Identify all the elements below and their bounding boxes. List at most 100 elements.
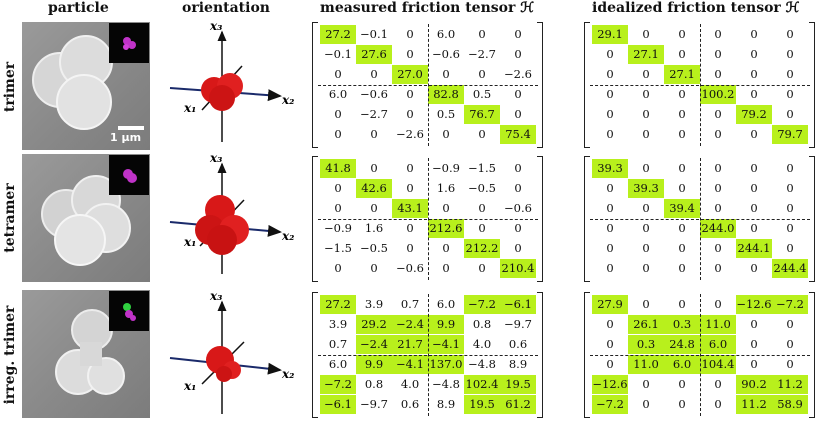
tensor-cell-3-0: 6.0 (328, 357, 348, 371)
tensor-cell-4-1: −0.5 (360, 241, 388, 255)
tensor-cell-2-4: 0 (478, 67, 486, 81)
tensor-cell-3-3: 212.6 (428, 219, 464, 238)
tensor-cell-4-5: 0 (786, 107, 794, 121)
tensor-cell-5-4: 19.5 (464, 395, 500, 414)
tensor-cell-2-5: 0 (786, 67, 794, 81)
tensor-cell-4-5: 0 (514, 107, 522, 121)
tensor-cell-1-1: 29.2 (356, 315, 392, 334)
tensor-cell-3-3: 100.2 (700, 85, 736, 104)
tensor-cell-2-0: 0 (606, 201, 614, 215)
tensor-cell-0-3: 0 (714, 161, 722, 175)
tensor-cell-1-0: 3.9 (328, 317, 348, 331)
tensor-cell-2-0: 0 (606, 337, 614, 351)
tensor-cell-0-4: −12.6 (736, 295, 772, 314)
tensor-cell-3-5: 8.9 (508, 357, 528, 371)
tensor-cell-1-2: 0 (406, 47, 414, 61)
tensor-cell-3-5: 0 (514, 221, 522, 235)
tensor-cell-2-4: 0 (478, 201, 486, 215)
tensor-cell-0-3: 0 (714, 297, 722, 311)
header-orientation: orientation (182, 0, 270, 16)
tensor-cell-4-1: 0 (642, 107, 650, 121)
tensor-cell-0-1: −0.1 (360, 27, 388, 41)
tensor-cell-5-4: 0 (478, 127, 486, 141)
tensor-cell-5-0: 0 (334, 127, 342, 141)
tensor-cell-0-1: 0 (642, 27, 650, 41)
tensor-cell-0-2: 0 (678, 297, 686, 311)
block-divider-horizontal (318, 85, 538, 86)
tensor-cell-4-4: 244.1 (736, 239, 772, 258)
tensor-cell-3-4: 0 (750, 87, 758, 101)
tensor-cell-2-1: 0.3 (628, 335, 664, 354)
tensor-cell-5-2: 0.6 (400, 397, 420, 411)
tensor-cell-4-0: 0 (606, 241, 614, 255)
tensor-cell-0-5: −7.2 (772, 295, 808, 314)
tensor-cell-1-0: −0.1 (324, 47, 352, 61)
tensor-cell-0-1: 0 (642, 161, 650, 175)
tensor-cell-3-2: −4.1 (392, 355, 428, 374)
tensor-cell-1-4: −0.5 (468, 181, 496, 195)
row-label-tetramer: tetramer (2, 183, 18, 253)
tensor-cell-2-0: 0 (606, 67, 614, 81)
tensor-cell-3-4: 0 (478, 221, 486, 235)
tensor-cell-5-4: 11.2 (736, 395, 772, 414)
tensor-cell-2-3: 6.0 (700, 335, 736, 354)
tensor-cell-3-2: 6.0 (664, 355, 700, 374)
tensor-cell-3-0: 6.0 (328, 87, 348, 101)
axis-label-x3: x₃ (209, 151, 222, 165)
tensor-cell-5-2: −0.6 (396, 261, 424, 275)
tensor-cell-4-3: 0 (442, 241, 450, 255)
tensor-cell-4-0: 0 (606, 107, 614, 121)
tensor-cell-0-0: 27.2 (320, 295, 356, 314)
tensor-cell-3-5: 0 (786, 87, 794, 101)
tensor-cell-1-2: 0 (678, 47, 686, 61)
tensor-cell-3-1: 0 (642, 87, 650, 101)
particle-photo-tetramer (22, 154, 150, 282)
tensor-cell-0-4: 0 (750, 27, 758, 41)
tensor-cell-3-1: −0.6 (360, 87, 388, 101)
axis-label-x3: x₃ (209, 289, 222, 303)
tensor-cell-0-3: 0 (714, 27, 722, 41)
header-particle: particle (48, 0, 109, 16)
fluorescence-inset (109, 23, 149, 63)
tensor-cell-5-0: −7.2 (592, 395, 628, 414)
tensor-cell-5-4: 0 (750, 127, 758, 141)
tensor-cell-3-0: 0 (606, 87, 614, 101)
tensor-cell-4-2: 0 (678, 377, 686, 391)
tensor-cell-0-4: 0 (478, 27, 486, 41)
tensor-cell-5-2: 0 (678, 261, 686, 275)
tensor-cell-5-1: 0 (370, 261, 378, 275)
tensor-cell-2-2: 21.7 (392, 335, 428, 354)
tensor-cell-1-4: 0 (750, 181, 758, 195)
fluorescence-inset (109, 155, 149, 195)
tensor-cell-0-3: −0.9 (432, 161, 460, 175)
tensor-cell-2-3: 0 (714, 67, 722, 81)
tensor-cell-3-5: 0 (514, 87, 522, 101)
tensor-cell-0-1: 0 (370, 161, 378, 175)
tensor-cell-4-4: 79.2 (736, 105, 772, 124)
tensor-cell-0-2: 0 (406, 161, 414, 175)
tensor-cell-3-0: 0 (606, 221, 614, 235)
tensor-cell-5-3: 0 (714, 397, 722, 411)
tensor-cell-2-2: 24.8 (664, 335, 700, 354)
orientation-irregular-trimer: x₃ x₂ x₁ (169, 289, 294, 414)
trimer-sem-image (32, 35, 113, 130)
tensor-cell-4-3: 0 (714, 377, 722, 391)
tensor-cell-2-5: 0.6 (508, 337, 528, 351)
tensor-cell-2-4: 0 (750, 337, 758, 351)
tensor-cell-1-2: 0 (406, 181, 414, 195)
tensor-cell-0-5: 0 (514, 27, 522, 41)
tensor-cell-1-2: −2.4 (392, 315, 428, 334)
tensor-cell-5-0: 0 (606, 261, 614, 275)
tensor-cell-2-5: −2.6 (504, 67, 532, 81)
tensor-cell-3-1: 0 (642, 221, 650, 235)
tensor-cell-2-3: −4.1 (428, 335, 464, 354)
tensor-cell-4-3: 0 (714, 241, 722, 255)
tensor-cell-4-5: 0 (786, 241, 794, 255)
tensor-cell-1-1: 42.6 (356, 179, 392, 198)
tensor-cell-0-2: 0 (678, 161, 686, 175)
tensor-cell-3-3: 244.0 (700, 219, 736, 238)
tensor-cell-2-2: 43.1 (392, 199, 428, 218)
tensor-cell-5-3: 0 (714, 127, 722, 141)
tensor-cell-5-0: 0 (606, 127, 614, 141)
